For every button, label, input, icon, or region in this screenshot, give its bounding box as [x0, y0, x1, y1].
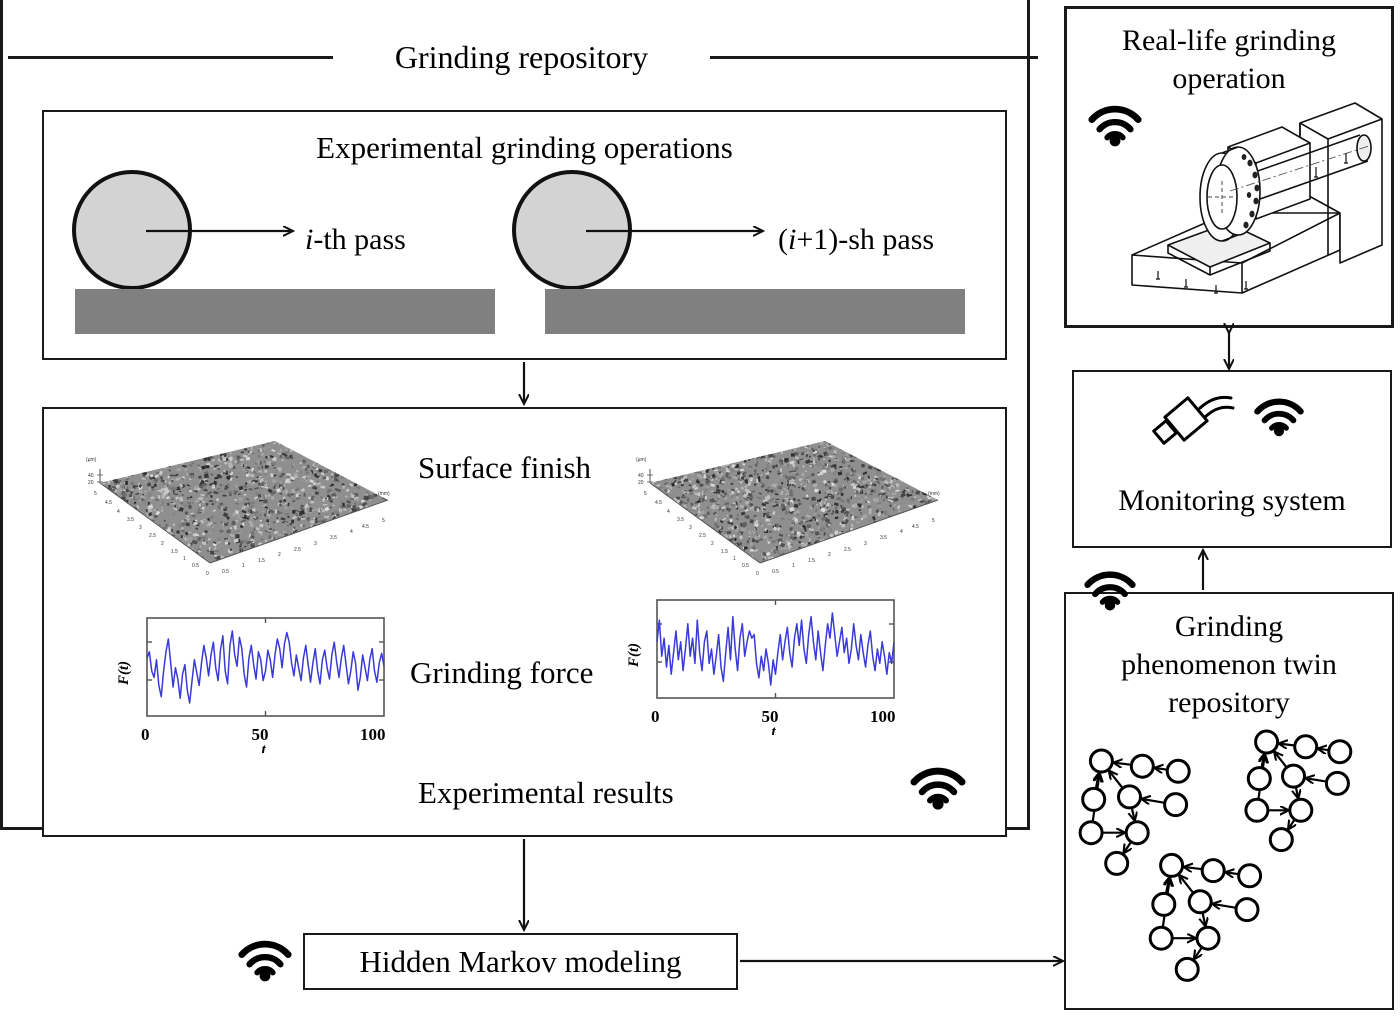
- grinding-force-label: Grinding force: [410, 655, 594, 690]
- repository-frame-top-left: [8, 56, 333, 59]
- svg-text:0.5: 0.5: [192, 563, 199, 569]
- grinding-repository-title: Grinding repository: [394, 39, 649, 75]
- svg-text:5: 5: [382, 518, 385, 524]
- repository-frame-top-right: [710, 56, 1038, 59]
- svg-text:3.5: 3.5: [127, 517, 134, 523]
- real-life-title-line1: Real-life grinding: [1121, 24, 1337, 57]
- svg-text:3.5: 3.5: [330, 535, 337, 541]
- surface-finish-plot-i-plus-1: (µm) 40 20 (mm) 5 4.5 4 3.5 3 2.5 2 1.5 …: [620, 425, 950, 590]
- svg-text:2: 2: [278, 552, 281, 558]
- svg-text:0.5: 0.5: [222, 569, 229, 575]
- wifi-icon-results: [908, 762, 968, 810]
- monitoring-system-title: Monitoring system: [1118, 484, 1346, 517]
- svg-text:1.5: 1.5: [258, 558, 265, 564]
- pass-label-i: i-th pass: [305, 223, 406, 256]
- workpiece-pass-i-plus-1: [545, 289, 965, 334]
- svg-text:3: 3: [314, 541, 317, 547]
- grinding-wheel-pass-i-plus-1: [512, 170, 632, 290]
- svg-text:20: 20: [88, 480, 94, 486]
- svg-text:1: 1: [242, 563, 245, 569]
- sensor-probe-icon: [1147, 390, 1235, 452]
- twin-repository-title-line2: phenomenon twin: [1121, 648, 1337, 681]
- wifi-icon-twin-repository: [1082, 566, 1138, 611]
- experimental-results-label: Experimental results: [418, 775, 674, 810]
- svg-text:1.5: 1.5: [171, 549, 178, 555]
- svg-text:4: 4: [350, 529, 353, 535]
- grinding-wheel-pass-i: [72, 170, 192, 290]
- monitoring-system-box: [1072, 370, 1392, 548]
- svg-text:3: 3: [139, 525, 142, 531]
- experimental-grinding-operations-title: Experimental grinding operations: [316, 130, 733, 165]
- svg-text:2.5: 2.5: [294, 547, 301, 553]
- svg-text:(mm): (mm): [378, 491, 390, 497]
- svg-text:40: 40: [88, 473, 94, 479]
- svg-text:4.5: 4.5: [362, 524, 369, 530]
- wifi-icon-monitoring: [1252, 393, 1306, 437]
- twin-repository-title-line1: Grinding: [1174, 610, 1284, 643]
- svg-text:4: 4: [117, 509, 120, 515]
- svg-text:5: 5: [94, 491, 97, 497]
- surface-finish-label: Surface finish: [418, 450, 592, 485]
- svg-text:1: 1: [183, 556, 186, 562]
- surface-finish-plot-i: (µm) 40 20 (mm) 5 4.5 4 3.5 3 2.5 2 1.5 …: [70, 425, 400, 590]
- pass-label-i-plus-1: (i+1)-sh pass: [778, 223, 935, 256]
- wifi-icon-real-life: [1086, 100, 1144, 147]
- twin-repository-graph: [1064, 720, 1394, 1010]
- hidden-markov-modeling-box[interactable]: [303, 933, 738, 990]
- svg-text:2.5: 2.5: [149, 533, 156, 539]
- svg-text:4.5: 4.5: [105, 500, 112, 506]
- svg-text:(µm): (µm): [86, 457, 97, 463]
- twin-repository-title-line3: repository: [1168, 686, 1290, 719]
- real-life-title-line2: operation: [1172, 62, 1286, 95]
- hidden-markov-modeling-label: Hidden Markov modeling: [359, 943, 682, 979]
- svg-text:0: 0: [206, 571, 209, 577]
- wifi-icon-hidden-markov: [236, 935, 294, 982]
- workpiece-pass-i: [75, 289, 495, 334]
- grinding-machine-icon: [1110, 95, 1395, 325]
- svg-text:2: 2: [161, 541, 164, 547]
